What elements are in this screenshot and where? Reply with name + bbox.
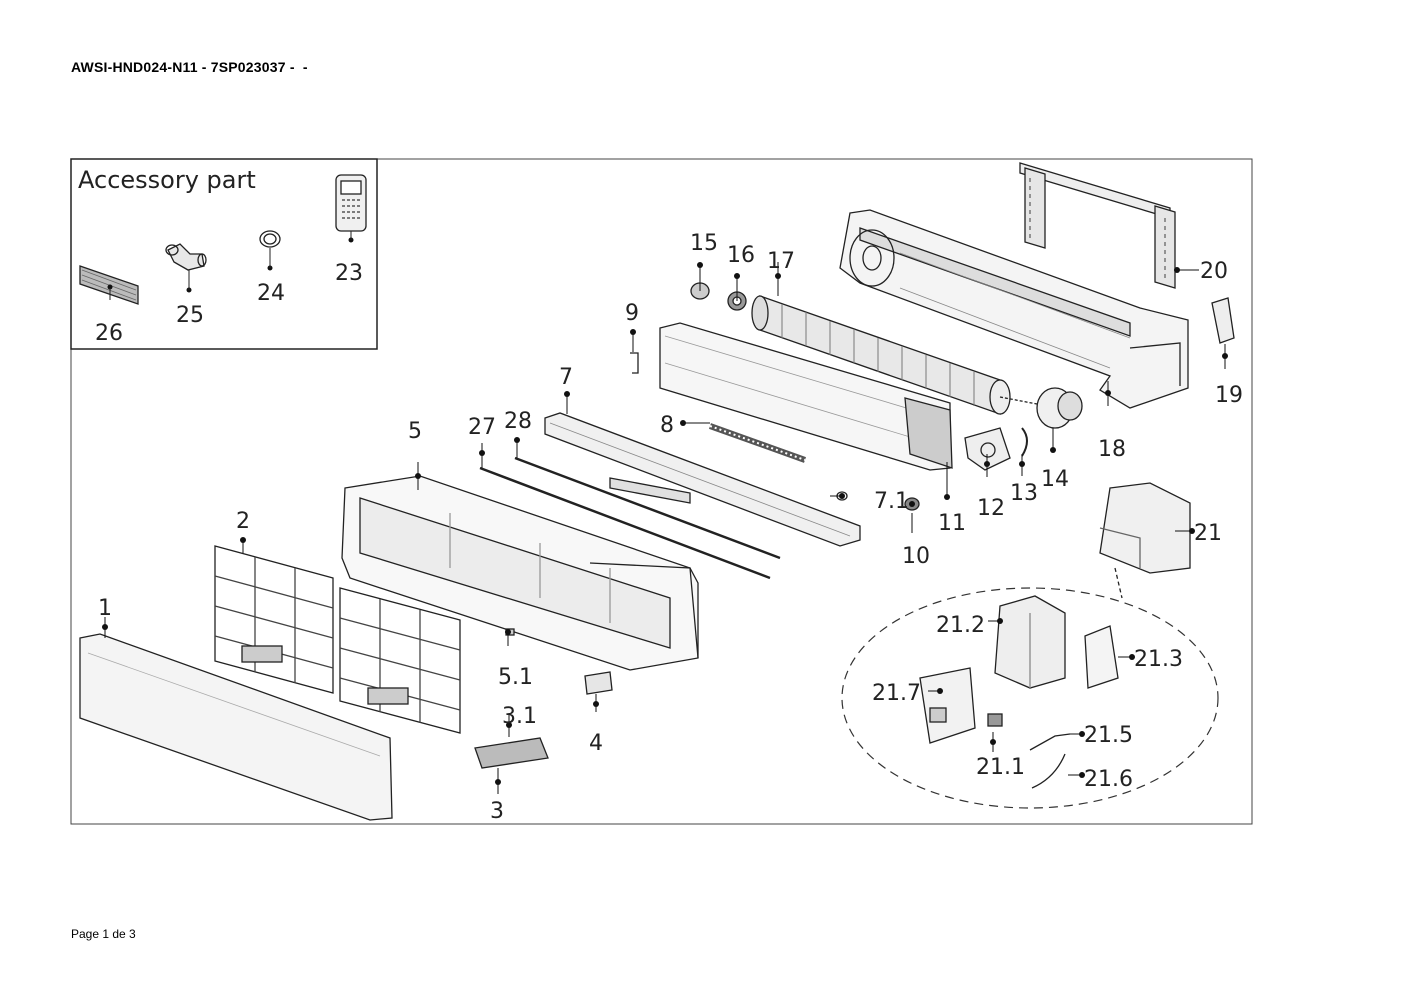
part-3-drawing [474,737,549,769]
callout-21-2: 21.2 [936,613,985,638]
callout-21-6: 21.6 [1084,767,1133,792]
callout-1: 1 [98,596,112,621]
exploded-parts-diagram: Accessory part [70,158,1254,826]
callout-14: 14 [1041,467,1069,492]
callout-24: 24 [257,281,285,306]
part-21-1-drawing [987,713,1003,727]
callout-labels: 1 2 3 3.1 4 5 5.1 7 7.1 8 9 10 11 12 13 … [95,231,1243,824]
page-footer: Page 1 de 3 [71,927,136,941]
callout-21: 21 [1194,521,1222,546]
callout-16: 16 [727,243,755,268]
accessory-box-title: Accessory part [78,166,256,194]
callout-8: 8 [660,413,674,438]
part-21-6-drawing [1031,753,1066,789]
accessory-box-border [70,158,378,350]
callout-2: 2 [236,509,250,534]
diagram-svg: Accessory part [70,158,1253,825]
callout-23: 23 [335,261,363,286]
callout-17: 17 [767,249,795,274]
document-title: AWSI-HND024-N11 - 7SP023037 - - [71,59,308,75]
callout-21-1: 21.1 [976,755,1025,780]
part-8-drawing [708,423,807,463]
callout-4: 4 [589,731,603,756]
leader-dots [102,262,1228,785]
accessory-leader-dots [107,237,354,293]
part-4-drawing [584,671,613,695]
part-21-5-drawing [1029,733,1071,751]
callout-12: 12 [977,496,1005,521]
callout-21-7: 21.7 [872,681,921,706]
callout-27: 27 [468,415,496,440]
callout-10: 10 [902,544,930,569]
part-11-drawing [659,322,953,471]
part-5-drawing [341,475,699,671]
part-2-drawing [214,545,461,734]
part-13-drawing [1021,427,1028,457]
part-21-detail-ellipse [841,587,1219,809]
part-19-drawing [1211,297,1235,344]
callout-11: 11 [938,511,966,536]
callout-21-3: 21.3 [1134,647,1183,672]
part-28-drawing [514,456,781,560]
diagram-frame [70,158,1253,825]
part-14-drawing [999,387,1083,429]
callout-5: 5 [408,419,422,444]
part-21-2-drawing [994,595,1066,689]
callout-26: 26 [95,321,123,346]
callout-7: 7 [559,365,573,390]
callout-15: 15 [690,231,718,256]
callout-18: 18 [1098,437,1126,462]
callout-5-1: 5.1 [498,665,533,690]
callout-7-1: 7.1 [874,489,909,514]
part-7-drawing [544,412,861,547]
callout-28: 28 [504,409,532,434]
part-24-drawing [259,230,281,248]
part-20-drawing [1019,162,1176,289]
part-17-drawing [751,295,1011,415]
part-25-drawing [165,243,207,271]
callout-3-1: 3.1 [502,704,537,729]
part-21-7-drawing [919,667,976,744]
part-23-drawing [335,174,367,232]
callout-3: 3 [490,799,504,824]
accessory-box: Accessory part [70,158,378,350]
callout-20: 20 [1200,259,1228,284]
part-9-drawing [630,352,639,374]
callout-9: 9 [625,301,639,326]
part-21-3-drawing [1084,625,1119,689]
part-21-drawing [1099,482,1191,574]
part-1-drawing [79,633,393,821]
part-27-drawing [479,466,771,580]
callout-19: 19 [1215,383,1243,408]
callout-21-5: 21.5 [1084,723,1133,748]
part-12-drawing [964,427,1011,471]
callout-13: 13 [1010,481,1038,506]
callout-25: 25 [176,303,204,328]
part-18-drawing [839,209,1189,409]
